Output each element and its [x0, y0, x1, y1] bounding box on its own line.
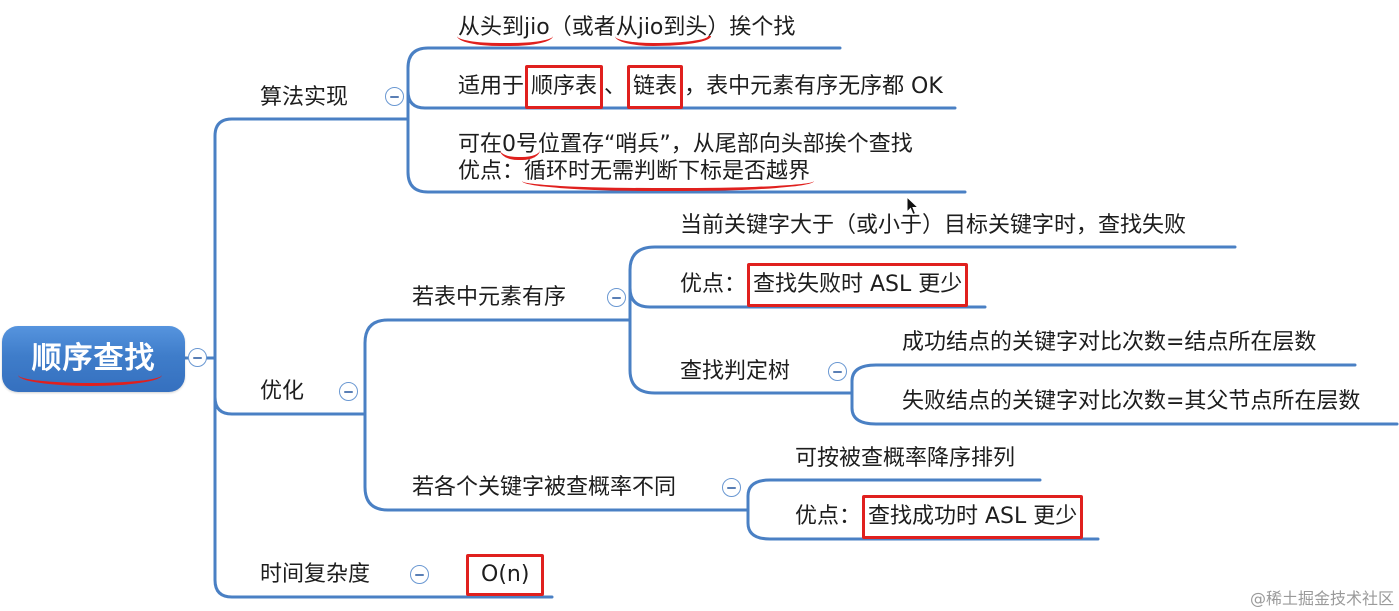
topic-complexity-value[interactable]: O(n): [466, 554, 545, 596]
topic-success-node-compares[interactable]: 成功结点的关键字对比次数=结点所在层数: [902, 330, 1316, 356]
topic-algorithm-implementation[interactable]: 算法实现: [260, 85, 348, 111]
red-box-success-asl: 查找成功时 ASL 更少: [862, 495, 1084, 539]
root-topic-label: 顺序查找: [17, 341, 162, 386]
topic-different-probability[interactable]: 若各个关键字被查概率不同: [412, 475, 676, 501]
topic-text: ）挨个找: [707, 15, 796, 40]
topic-text: 优点：: [458, 159, 525, 184]
topic-probability-advantage[interactable]: 优点：查找成功时 ASL 更少: [795, 495, 1084, 539]
topic-linear-scan[interactable]: 从头到jio（或者从jio到头）挨个找: [458, 15, 795, 41]
annotated-text-tail-to-head: 从jio到头: [615, 15, 708, 40]
topic-fail-node-compares[interactable]: 失败结点的关键字对比次数=其父节点所在层数: [902, 389, 1360, 415]
topic-time-complexity[interactable]: 时间复杂度: [260, 562, 370, 588]
connector-impl-item2: [406, 89, 957, 110]
collapse-icon-complexity[interactable]: [410, 565, 429, 584]
topic-text: 优点：: [795, 504, 862, 529]
topic-text: ，表中元素有序无序都 OK: [684, 74, 943, 99]
topic-text: 位置存“哨兵”，从尾部向头部挨个查找: [538, 132, 913, 157]
connector-ordered-spine: [628, 245, 1237, 395]
connector-ordered-item2: [628, 286, 987, 309]
red-box-big-o: O(n): [466, 554, 545, 596]
topic-label: 若各个关键字被查概率不同: [412, 475, 677, 500]
collapse-icon-optimize[interactable]: [339, 382, 358, 401]
red-box-fail-asl: 查找失败时 ASL 更少: [747, 263, 969, 307]
connector-optimize-underline: [213, 395, 332, 416]
connector-probability-spine: [746, 478, 1100, 541]
annotated-text-head-to-tail: 从头到jio: [458, 15, 550, 40]
collapse-icon-tree[interactable]: [828, 362, 847, 381]
mouse-pointer-icon: [906, 196, 920, 216]
connector-tree-spine: [850, 363, 1399, 426]
topic-label: 当前关键字大于（或小于）目标关键字时，查找失败: [680, 213, 1187, 238]
topic-optimization[interactable]: 优化: [260, 379, 304, 405]
red-box-sequential-list: 顺序表: [525, 65, 604, 109]
topic-text: 、: [604, 74, 627, 99]
topic-decision-tree[interactable]: 查找判定树: [680, 359, 790, 385]
collapse-icon-ordered[interactable]: [607, 288, 626, 307]
topic-label: 优化: [260, 379, 305, 404]
topic-label: 查找判定树: [680, 359, 791, 384]
topic-label: 成功结点的关键字对比次数=结点所在层数: [902, 330, 1317, 355]
annotated-text-no-bounds-check: 循环时无需判断下标是否越界: [524, 159, 811, 184]
topic-label: 若表中元素有序: [412, 285, 567, 310]
topic-text: （或者: [549, 15, 616, 40]
topic-early-fail[interactable]: 当前关键字大于（或小于）目标关键字时，查找失败: [680, 213, 1186, 239]
topic-label: 失败结点的关键字对比次数=其父节点所在层数: [902, 389, 1361, 414]
red-box-linked-list: 链表: [627, 65, 684, 109]
topic-line-1: 可在0号位置存“哨兵”，从尾部向头部挨个查找: [458, 131, 913, 158]
topic-sentinel[interactable]: 可在0号位置存“哨兵”，从尾部向头部挨个查找 优点：循环时无需判断下标是否越界: [458, 131, 913, 185]
connector-main-trunk: [213, 117, 402, 599]
topic-text: 适用于: [458, 74, 525, 99]
topic-label: 算法实现: [260, 85, 349, 110]
connector-optimize-spine: [363, 318, 717, 512]
collapse-icon-root[interactable]: [188, 348, 207, 367]
topic-label: 可按被查概率降序排列: [795, 446, 1016, 471]
collapse-icon-probability[interactable]: [722, 478, 741, 497]
topic-line-2: 优点：循环时无需判断下标是否越界: [458, 158, 913, 185]
topic-text: 优点：: [680, 272, 747, 297]
topic-text: 可在: [458, 132, 503, 157]
topic-label: 时间复杂度: [260, 562, 371, 587]
annotated-text-position-zero: 0号: [502, 132, 539, 157]
watermark: @稀土掘金技术社区: [1249, 589, 1394, 608]
topic-sort-by-probability[interactable]: 可按被查概率降序排列: [795, 446, 1015, 472]
topic-applicable-structures[interactable]: 适用于顺序表、链表，表中元素有序无序都 OK: [458, 65, 943, 109]
collapse-icon-impl[interactable]: [385, 87, 404, 106]
connector-impl-spine: [406, 46, 967, 194]
topic-ordered-table[interactable]: 若表中元素有序: [412, 285, 566, 311]
topic-ordered-advantage[interactable]: 优点：查找失败时 ASL 更少: [680, 263, 969, 307]
root-topic[interactable]: 顺序查找: [2, 326, 185, 392]
